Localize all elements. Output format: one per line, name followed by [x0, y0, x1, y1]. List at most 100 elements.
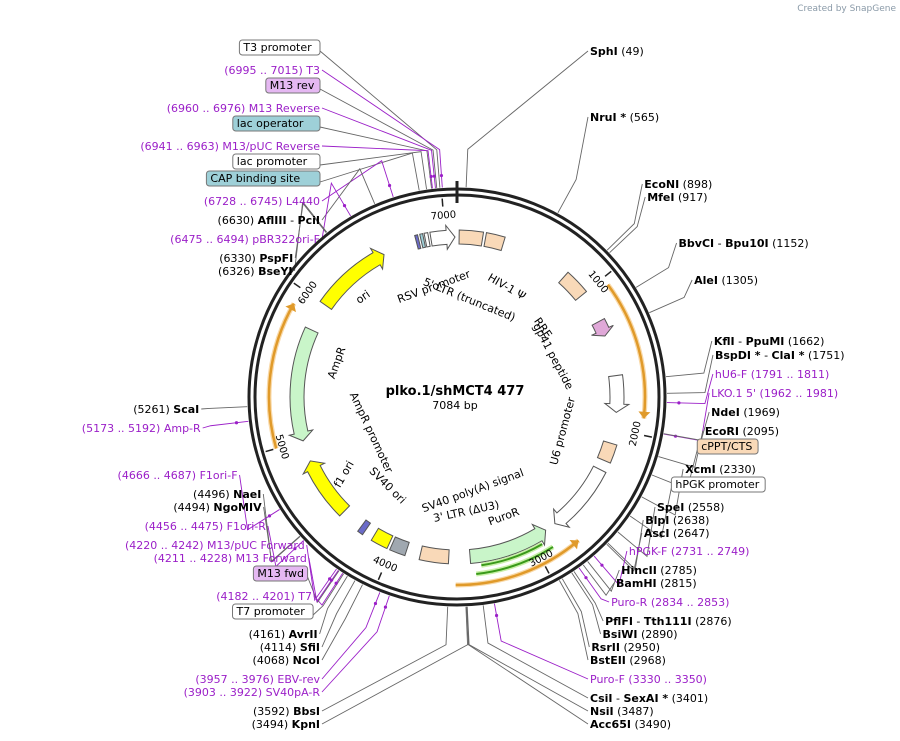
enzyme-pos: (1152) — [772, 237, 809, 250]
enzyme-text: EcoNI (898) — [644, 178, 712, 191]
primer-label[interactable]: (6941 .. 6963) M13/pUC Reverse — [140, 140, 320, 153]
enzyme-pos: (3401) — [672, 692, 709, 705]
enzyme-site-label[interactable]: MfeI (917) — [647, 191, 707, 204]
primer-label[interactable]: (5173 .. 5192) Amp-R — [82, 422, 201, 435]
leader-line — [606, 532, 643, 572]
primer-label[interactable]: (4211 .. 4228) M13 Forward — [154, 552, 307, 565]
enzyme-site-label[interactable]: CsiI - SexAI * (3401) — [590, 692, 708, 705]
primer-label[interactable]: (4182 .. 4201) T7 — [216, 590, 312, 603]
enzyme-site-label[interactable]: (4496) NaeI — [193, 488, 261, 501]
leader-line — [465, 50, 589, 188]
enzyme-site-label[interactable]: XcmI (2330) — [685, 463, 756, 476]
feature-callout[interactable]: hPGK promoter — [670, 476, 766, 493]
enzyme-site-label[interactable]: (6630) AflIII - PciI — [218, 214, 320, 227]
primer-label[interactable]: (4456 .. 4475) F1ori-R — [145, 520, 267, 533]
feature-arrow — [483, 232, 506, 252]
enzyme-site-label[interactable]: (3592) BbsI — [253, 705, 320, 718]
primer-label[interactable]: LKO.1 5' (1962 .. 1981) — [711, 387, 838, 400]
primer-text: (3903 .. 3922) SV40pA-R — [184, 686, 321, 699]
enzyme-site-label[interactable]: BbvCI - Bpu10I (1152) — [679, 237, 809, 250]
enzyme-site-label[interactable]: BamHI (2815) — [616, 577, 697, 590]
enzyme-name: AscI — [644, 527, 670, 540]
primer-text: (6475 .. 6494) pBR322ori-F — [170, 233, 320, 246]
primer-label[interactable]: (3957 .. 3976) EBV-rev — [195, 673, 320, 686]
primer-label[interactable]: (6995 .. 7015) T3 — [224, 64, 320, 77]
enzyme-site-label[interactable]: EcoNI (898) — [644, 178, 712, 191]
outer-arc — [606, 284, 647, 419]
enzyme-site-label[interactable]: (4114) SfiI — [260, 641, 320, 654]
feature-callout[interactable]: T3 promoter — [238, 39, 321, 56]
enzyme-text: (3592) BbsI — [253, 705, 320, 718]
enzyme-site-label[interactable]: HincII (2785) — [621, 564, 697, 577]
enzyme-text: (4161) AvrII — [249, 628, 318, 641]
enzyme-site-label[interactable]: (4161) AvrII — [249, 628, 318, 641]
primer-text: (4456 .. 4475) F1ori-R — [145, 520, 267, 533]
feature-callout[interactable]: cPPT/CTS — [696, 438, 759, 455]
feature-callout[interactable]: T7 promoter — [232, 603, 314, 620]
feature-callout[interactable]: lac operator — [232, 115, 321, 132]
feature-arrow — [591, 317, 614, 337]
primer-label[interactable]: Puro-R (2834 .. 2853) — [611, 596, 729, 609]
enzyme-extra: Bpu10I — [725, 237, 769, 250]
enzyme-site-label[interactable]: (6326) BseYI — [218, 265, 293, 278]
enzyme-site-label[interactable]: PflFI - Tth111I (2876) — [605, 615, 732, 628]
leader-line — [262, 493, 301, 563]
enzyme-name: CsiI — [590, 692, 612, 705]
primer-label[interactable]: (4220 .. 4242) M13/pUC Forward — [125, 539, 305, 552]
enzyme-site-label[interactable]: SphI (49) — [590, 45, 644, 58]
feature-callout[interactable]: CAP binding site — [205, 170, 321, 187]
enzyme-site-label[interactable]: BsiWI (2890) — [603, 628, 678, 641]
primer-label[interactable]: Puro-F (3330 .. 3350) — [590, 673, 707, 686]
primer-label[interactable]: (6728 .. 6745) L4440 — [204, 195, 320, 208]
enzyme-pos: (2950) — [623, 641, 660, 654]
leader-line — [321, 595, 390, 693]
enzyme-site-label[interactable]: NsiI (3487) — [590, 705, 654, 718]
enzyme-extra: ClaI * — [772, 349, 805, 362]
puro-arc — [481, 543, 543, 567]
enzyme-site-label[interactable]: AscI (2647) — [644, 527, 710, 540]
feature-callout[interactable]: M13 fwd — [252, 565, 309, 582]
leader-lines — [201, 50, 714, 725]
enzyme-site-label[interactable]: (4494) NgoMIV — [173, 501, 262, 514]
enzyme-site-label[interactable]: (5261) ScaI — [133, 403, 199, 416]
primer-label[interactable]: (3903 .. 3922) SV40pA-R — [184, 686, 321, 699]
enzyme-text: NdeI (1969) — [711, 406, 780, 419]
enzyme-site-label[interactable]: EcoRI (2095) — [705, 425, 779, 438]
primer-label[interactable]: hPGK-F (2731 .. 2749) — [629, 545, 750, 558]
enzyme-text: (6330) PspFI — [219, 252, 293, 265]
feature-arrow — [388, 536, 410, 557]
enzyme-site-label[interactable]: BlpI (2638) — [645, 514, 709, 527]
tick-label: 6000 — [296, 280, 320, 307]
enzyme-name: NgoMIV — [213, 501, 262, 514]
enzyme-site-label[interactable]: KflI - PpuMI (1662) — [714, 335, 825, 348]
enzyme-extra: PpuMI — [746, 335, 785, 348]
leader-line — [321, 69, 443, 188]
primer-label[interactable]: hU6-F (1791 .. 1811) — [715, 368, 829, 381]
enzyme-site-label[interactable]: SpeI (2558) — [657, 501, 724, 514]
enzyme-site-label[interactable]: NruI * (565) — [590, 111, 659, 124]
enzyme-text: NruI * (565) — [590, 111, 659, 124]
primer-label[interactable]: (4666 .. 4687) F1ori-F — [118, 469, 238, 482]
enzyme-site-label[interactable]: NdeI (1969) — [711, 406, 780, 419]
enzyme-name: NsiI — [590, 705, 614, 718]
primer-label[interactable]: (6960 .. 6976) M13 Reverse — [167, 102, 320, 115]
feature-callout[interactable]: M13 rev — [265, 77, 321, 94]
enzyme-pos: (2815) — [660, 577, 697, 590]
enzyme-site-label[interactable]: (6330) PspFI — [219, 252, 293, 265]
tick-mark — [377, 572, 383, 581]
feature-callout-text: lac operator — [237, 117, 304, 130]
enzyme-site-label[interactable]: Acc65I (3490) — [590, 718, 671, 731]
leader-line — [493, 603, 589, 680]
enzyme-site-label[interactable]: (3494) KpnI — [252, 718, 320, 731]
enzyme-site-label[interactable]: BspDI * - ClaI * (1751) — [715, 349, 845, 362]
primer-text: (3957 .. 3976) EBV-rev — [195, 673, 320, 686]
primer-label[interactable]: (6475 .. 6494) pBR322ori-F — [170, 233, 320, 246]
enzyme-site-label[interactable]: (4068) NcoI — [253, 654, 320, 667]
primer-text: (6960 .. 6976) M13 Reverse — [167, 102, 320, 115]
feature-callout[interactable]: lac promoter — [232, 153, 321, 170]
leader-line — [629, 487, 672, 539]
enzyme-site-label[interactable]: AleI (1305) — [694, 274, 758, 287]
enzyme-site-label[interactable]: BstEII (2968) — [590, 654, 666, 667]
enzyme-site-label[interactable]: RsrII (2950) — [591, 641, 660, 654]
